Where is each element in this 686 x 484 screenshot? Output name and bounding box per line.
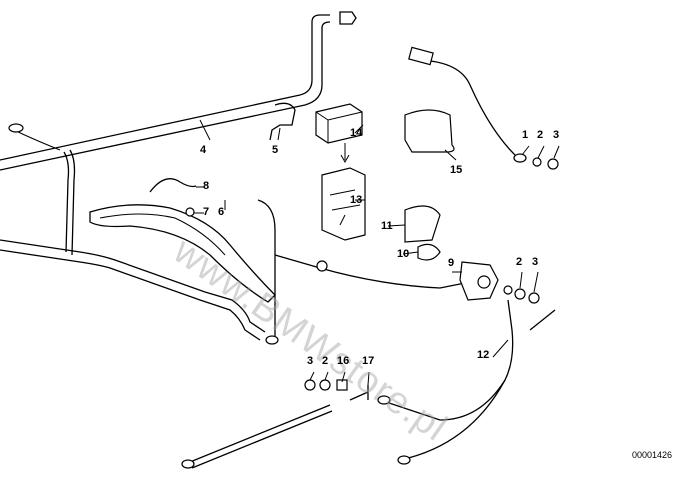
part-label-7: 7 [203,206,210,218]
bracket-10 [417,243,441,261]
part-label-5: 5 [272,144,279,156]
wiring-harness-4 [0,11,357,341]
cap-15 [404,109,455,153]
part-label-2: 2 [537,129,544,141]
part-label-3c: 3 [307,355,314,367]
part-label-2b: 2 [516,256,523,268]
drawing-code: 00001426 [632,450,673,460]
part-label-13: 13 [350,194,363,206]
part-label-16: 16 [337,355,350,367]
part-label-3b: 3 [532,256,539,268]
part-label-1: 1 [522,129,529,141]
nut-3 [528,292,540,304]
relay-14 [315,103,363,164]
part-label-4: 4 [200,144,207,156]
part-label-9: 9 [448,257,455,269]
part-label-8: 8 [203,180,210,192]
cable-1 [419,59,516,156]
leader-lines [194,119,560,386]
ground-cable [257,199,276,340]
part-label-12: 12 [477,349,490,361]
cover-6 [89,204,276,303]
part-label-2c: 2 [322,355,329,367]
part-label-17: 17 [362,355,375,367]
washer-2 [514,288,526,300]
cover-11 [404,205,441,243]
part-label-14: 14 [350,127,363,139]
part-label-11: 11 [381,220,393,232]
part-label-10: 10 [397,248,410,260]
cable-8 [149,178,197,193]
relay-holder-13 [321,167,366,241]
part-label-6: 6 [218,206,225,218]
part-label-3: 3 [553,129,560,141]
nut-7 [185,207,195,217]
cable-bottom [189,404,331,463]
part-label-15: 15 [450,164,463,176]
clip-5 [269,102,296,141]
cable-to-switch [274,254,471,289]
